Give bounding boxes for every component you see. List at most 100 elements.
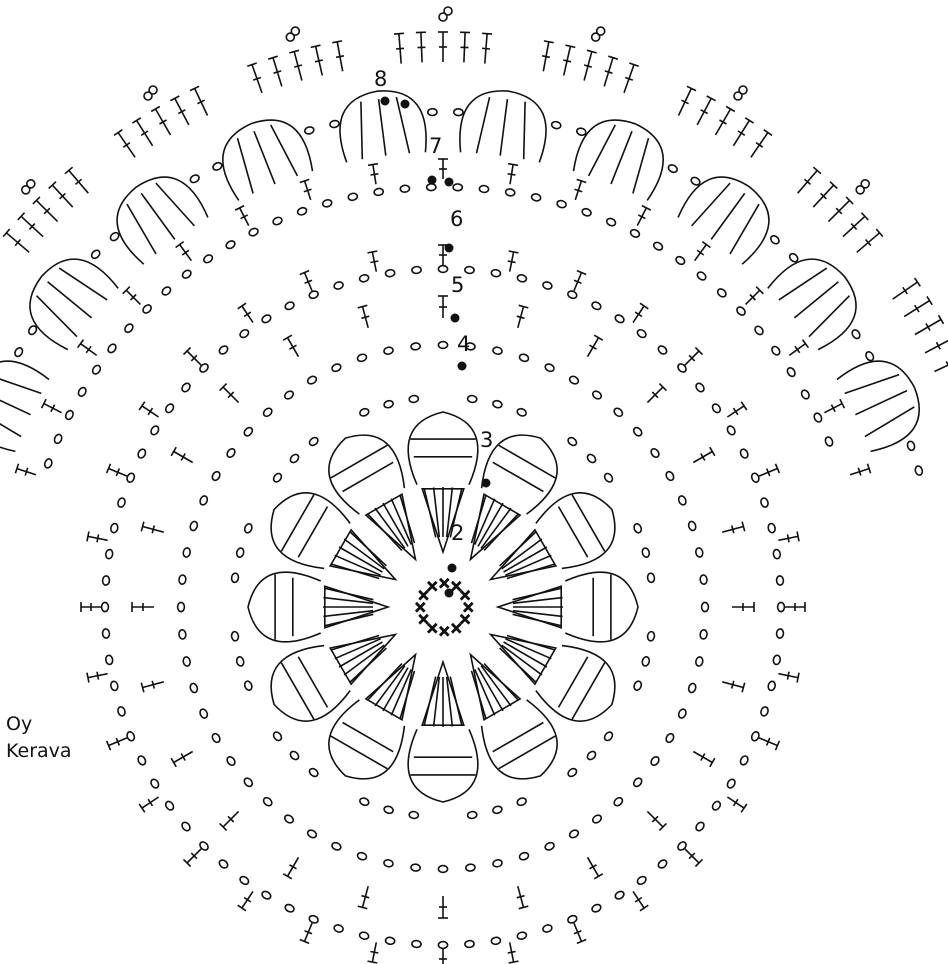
picot-fan-stitch-bar [605, 71, 613, 73]
inner-chain [467, 811, 477, 819]
picot-fan-stitch-bar [903, 287, 908, 294]
round-5-tee-bar [734, 799, 738, 806]
round-4-tee-top [283, 335, 292, 340]
round-7-chain [864, 351, 875, 362]
round-5-tee-bar [788, 534, 790, 542]
slip-stitch-dot [451, 314, 460, 323]
round-5-chain [333, 281, 344, 290]
inner-chain [383, 805, 394, 814]
round-4-tee-top [710, 447, 715, 456]
round-4-chain [695, 547, 704, 557]
outer-shell-stitch [127, 204, 156, 254]
round-5-chain [126, 472, 136, 483]
slip-stitch-dot [458, 362, 467, 371]
center-sc-mark: × [438, 622, 451, 640]
round-4-chain [568, 375, 579, 385]
round-label-3: 3 [480, 428, 493, 452]
round-4-chain [665, 470, 675, 481]
round-label-7: 7 [429, 134, 442, 158]
inner-fan-triangle [330, 635, 395, 685]
round-6-tee-bar [86, 346, 91, 353]
slip-stitch-dot [445, 244, 454, 253]
picot-fan-stitch-bar [274, 71, 282, 73]
inner-bobble-bar [499, 445, 556, 478]
round-6-tee-bar [508, 174, 516, 175]
round-5-chain [767, 681, 776, 692]
round-5-chain [491, 937, 501, 945]
picot-fan-stitch-top [332, 41, 342, 43]
round-5-chain [359, 274, 370, 283]
inner-chain [289, 750, 300, 761]
round-5-chain [567, 290, 578, 300]
round-5-chain [614, 890, 625, 901]
picot-fan-stitch-top [482, 33, 492, 34]
outer-shell-stitch [477, 97, 490, 153]
round-5-chain [491, 269, 501, 277]
round-4-chain [544, 363, 555, 373]
picot-fan-stitch-top [726, 107, 735, 112]
round-5-chain [137, 448, 147, 459]
round-5-tee-bar [508, 261, 516, 263]
round-4-chain [331, 363, 342, 373]
round-5-chain [102, 576, 110, 586]
round-5-chain [137, 755, 147, 766]
outer-shell-stitch [0, 375, 41, 394]
round-4-chain [199, 495, 209, 506]
round-6-tee-top [78, 340, 84, 348]
round-5-tee-bar [148, 799, 152, 806]
round-7-chain [189, 174, 200, 184]
round-5-chain [284, 301, 295, 311]
round-4-chain [283, 814, 294, 825]
inner-chain [567, 436, 578, 447]
outer-shell-stitch [855, 391, 907, 415]
round-4-tee-bar [362, 896, 370, 898]
inner-chain [236, 547, 245, 558]
round-label-5: 5 [451, 273, 464, 297]
round-5-tee-bar [635, 312, 642, 316]
inner-chain [516, 407, 527, 417]
center-sc-mark: × [426, 577, 439, 595]
round-4-chain [632, 777, 643, 788]
inner-chain [647, 631, 655, 641]
inner-chain [647, 573, 655, 583]
round-6-chain [453, 184, 462, 191]
round-6-chain [106, 343, 117, 354]
round-5-tee-top [797, 673, 799, 683]
round-5-chain [567, 914, 578, 924]
round-6-chain [675, 255, 686, 266]
round-4-chain [211, 732, 221, 743]
round-7-chain [212, 161, 223, 171]
round-5-chain [767, 523, 776, 534]
round-6-chain [800, 389, 811, 400]
inner-fan-triangle [330, 530, 395, 580]
round-5-chain [102, 602, 109, 611]
picot-fan-stitch [935, 359, 948, 372]
outer-shell [223, 120, 313, 200]
inner-bobble-bar [499, 736, 556, 769]
outer-shell-stitch [711, 193, 745, 239]
inner-chain [586, 453, 597, 464]
round-6-tee-bar [182, 250, 189, 255]
round-5-tee-top [741, 804, 747, 812]
round-5-chain [657, 344, 668, 355]
inner-bobble [248, 572, 321, 642]
round-4-chain [632, 426, 643, 437]
round-7-chain [914, 465, 923, 476]
inner-bobble [408, 412, 478, 485]
round-5-chain [760, 706, 769, 717]
picot-fan-stitch-top [114, 130, 122, 136]
inner-chain [308, 436, 319, 447]
round-6-chain [297, 207, 308, 216]
round-5-chain [239, 875, 250, 886]
round-4-tee-bar [732, 681, 734, 689]
inner-chain [641, 547, 650, 558]
inner-fan-stitch [484, 664, 518, 701]
round-5-tee-top [640, 905, 648, 911]
round-5-chain [110, 681, 119, 692]
round-6-chain [427, 184, 436, 191]
round-5-chain [412, 266, 422, 274]
picot-fan-stitch-bar [563, 60, 571, 62]
inner-bobble-bar [281, 663, 314, 720]
inner-fan-triangle [471, 655, 521, 720]
inner-bobble-bar [331, 445, 388, 478]
